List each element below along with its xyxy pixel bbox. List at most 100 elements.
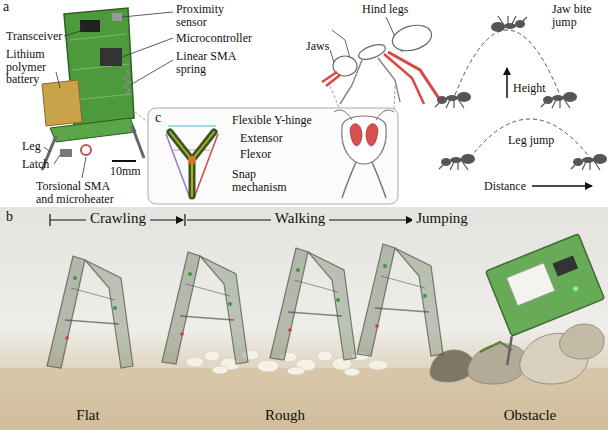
leader-lines-part (122, 38, 173, 57)
pebbles-part (287, 367, 305, 375)
leader-lines-part (82, 157, 86, 178)
jumping-robot-part (498, 336, 521, 365)
y-hinge-drawing-part (188, 156, 196, 164)
part-label: Leg (22, 140, 41, 153)
jumping-robot (472, 234, 608, 365)
jumping-robot-part (486, 234, 605, 336)
pebbles-part (368, 360, 388, 370)
pebbles-part (344, 368, 360, 376)
phase-brackets-part (49, 214, 50, 226)
robot-photo-part (100, 48, 122, 66)
jump-trajectories (435, 16, 607, 186)
jump-trajectories-part (541, 92, 577, 108)
leader-lines-part (54, 155, 60, 164)
robot-photo-part (124, 70, 130, 94)
ant-side-view (322, 21, 440, 104)
dashed-callouts-part (394, 86, 395, 110)
robot-photo-part (42, 80, 82, 126)
y-hinge-drawing-part (172, 150, 212, 151)
jump-trajectories-part (532, 185, 592, 187)
jumping-robot-part (553, 255, 579, 276)
dashed-callouts-part (330, 86, 340, 110)
dimension-label: Height (513, 82, 546, 95)
panel-letter: c (155, 111, 161, 126)
phase-label: Crawling (86, 211, 150, 227)
part-label: Extensor (240, 132, 283, 145)
leader-lines-part (122, 12, 173, 17)
leader-lines-part (64, 30, 84, 36)
jump-trajectories-part (470, 119, 590, 158)
ant-side-view-part (384, 54, 424, 104)
pebbles-part (186, 357, 204, 367)
phase-label: Walking (271, 211, 329, 227)
jump-trajectories-part (571, 154, 607, 170)
part-label: Jaws (306, 40, 329, 53)
robot-photo-part (50, 118, 136, 142)
ant-head-front-part (342, 116, 386, 164)
ant-head-front-part (334, 110, 394, 120)
part-label: Torsional SMA and microheater (36, 180, 128, 205)
y-hinge-drawing-part (168, 125, 216, 127)
part-label: Proximity sensor (176, 3, 234, 28)
part-label: Latch (22, 158, 49, 171)
ant-head-front-part (366, 124, 378, 146)
y-hinge-drawing (166, 126, 218, 198)
ant-head-front (334, 110, 394, 198)
ant-side-view-part (332, 30, 350, 58)
ant-side-view-part (390, 21, 435, 55)
part-label: Hind legs (362, 3, 408, 16)
photo-background (0, 207, 608, 430)
robot-photo-part (60, 149, 72, 157)
dimension-label: Distance (484, 180, 526, 193)
phase-label: Jumping (412, 211, 472, 227)
jump-trajectories-part (439, 154, 475, 170)
jump-trajectories-part (506, 68, 508, 98)
pebbles-part (212, 366, 228, 374)
pebbles-part (257, 360, 279, 372)
part-label: Linear SMA spring (176, 50, 240, 75)
part-label: Flexible Y-hinge (232, 114, 312, 127)
panel-letter: a (3, 0, 9, 15)
pebbles-part (204, 351, 220, 361)
robot-sequence (47, 244, 443, 368)
ant-head-front-part (350, 124, 362, 146)
pebbles-part (317, 351, 333, 361)
leader-lines-part (56, 72, 60, 88)
terrain-label: Obstacle (504, 408, 556, 424)
jump-trajectories-part (435, 92, 471, 108)
robot-photo-part (81, 145, 91, 155)
ant-side-view-part (388, 52, 440, 100)
ant-head-front-part (342, 162, 386, 198)
part-label: Flexor (240, 148, 271, 161)
robot-sequence-part (47, 256, 133, 368)
robot-sequence-part (357, 244, 443, 356)
y-hinge-drawing-part (170, 132, 214, 196)
panel-letter: b (6, 210, 13, 225)
jump-label: Jaw bite jump (552, 3, 604, 28)
robot-photo-part (112, 13, 122, 21)
ant-side-view-part (322, 72, 340, 86)
jumping-robot-part (507, 263, 555, 306)
y-hinge-drawing-part (170, 132, 214, 196)
obstacle-rocks-part (560, 324, 605, 359)
scale-bar (112, 160, 136, 162)
jumping-robot-part (572, 286, 579, 293)
robot-photo-part (132, 126, 144, 158)
obstacle-rocks-part (480, 342, 512, 352)
jump-trajectories-part (491, 16, 527, 32)
terrain-label: Flat (76, 408, 99, 424)
inset-box (148, 108, 398, 204)
robot-sequence-part (162, 252, 248, 364)
part-label: Lithium polymer battery (6, 48, 54, 86)
leader-lines-part (44, 147, 50, 152)
ant-side-view-part (357, 42, 387, 63)
scale-label: 10mm (110, 165, 141, 178)
robot-sequence-part (270, 248, 356, 360)
leader-lines-part (132, 60, 173, 84)
terrain-label: Rough (265, 408, 305, 424)
part-label: Transceiver (6, 30, 62, 43)
part-label: Microcontroller (176, 32, 252, 45)
jump-label: Leg jump (508, 134, 554, 147)
obstacle-rocks-part (468, 344, 527, 384)
